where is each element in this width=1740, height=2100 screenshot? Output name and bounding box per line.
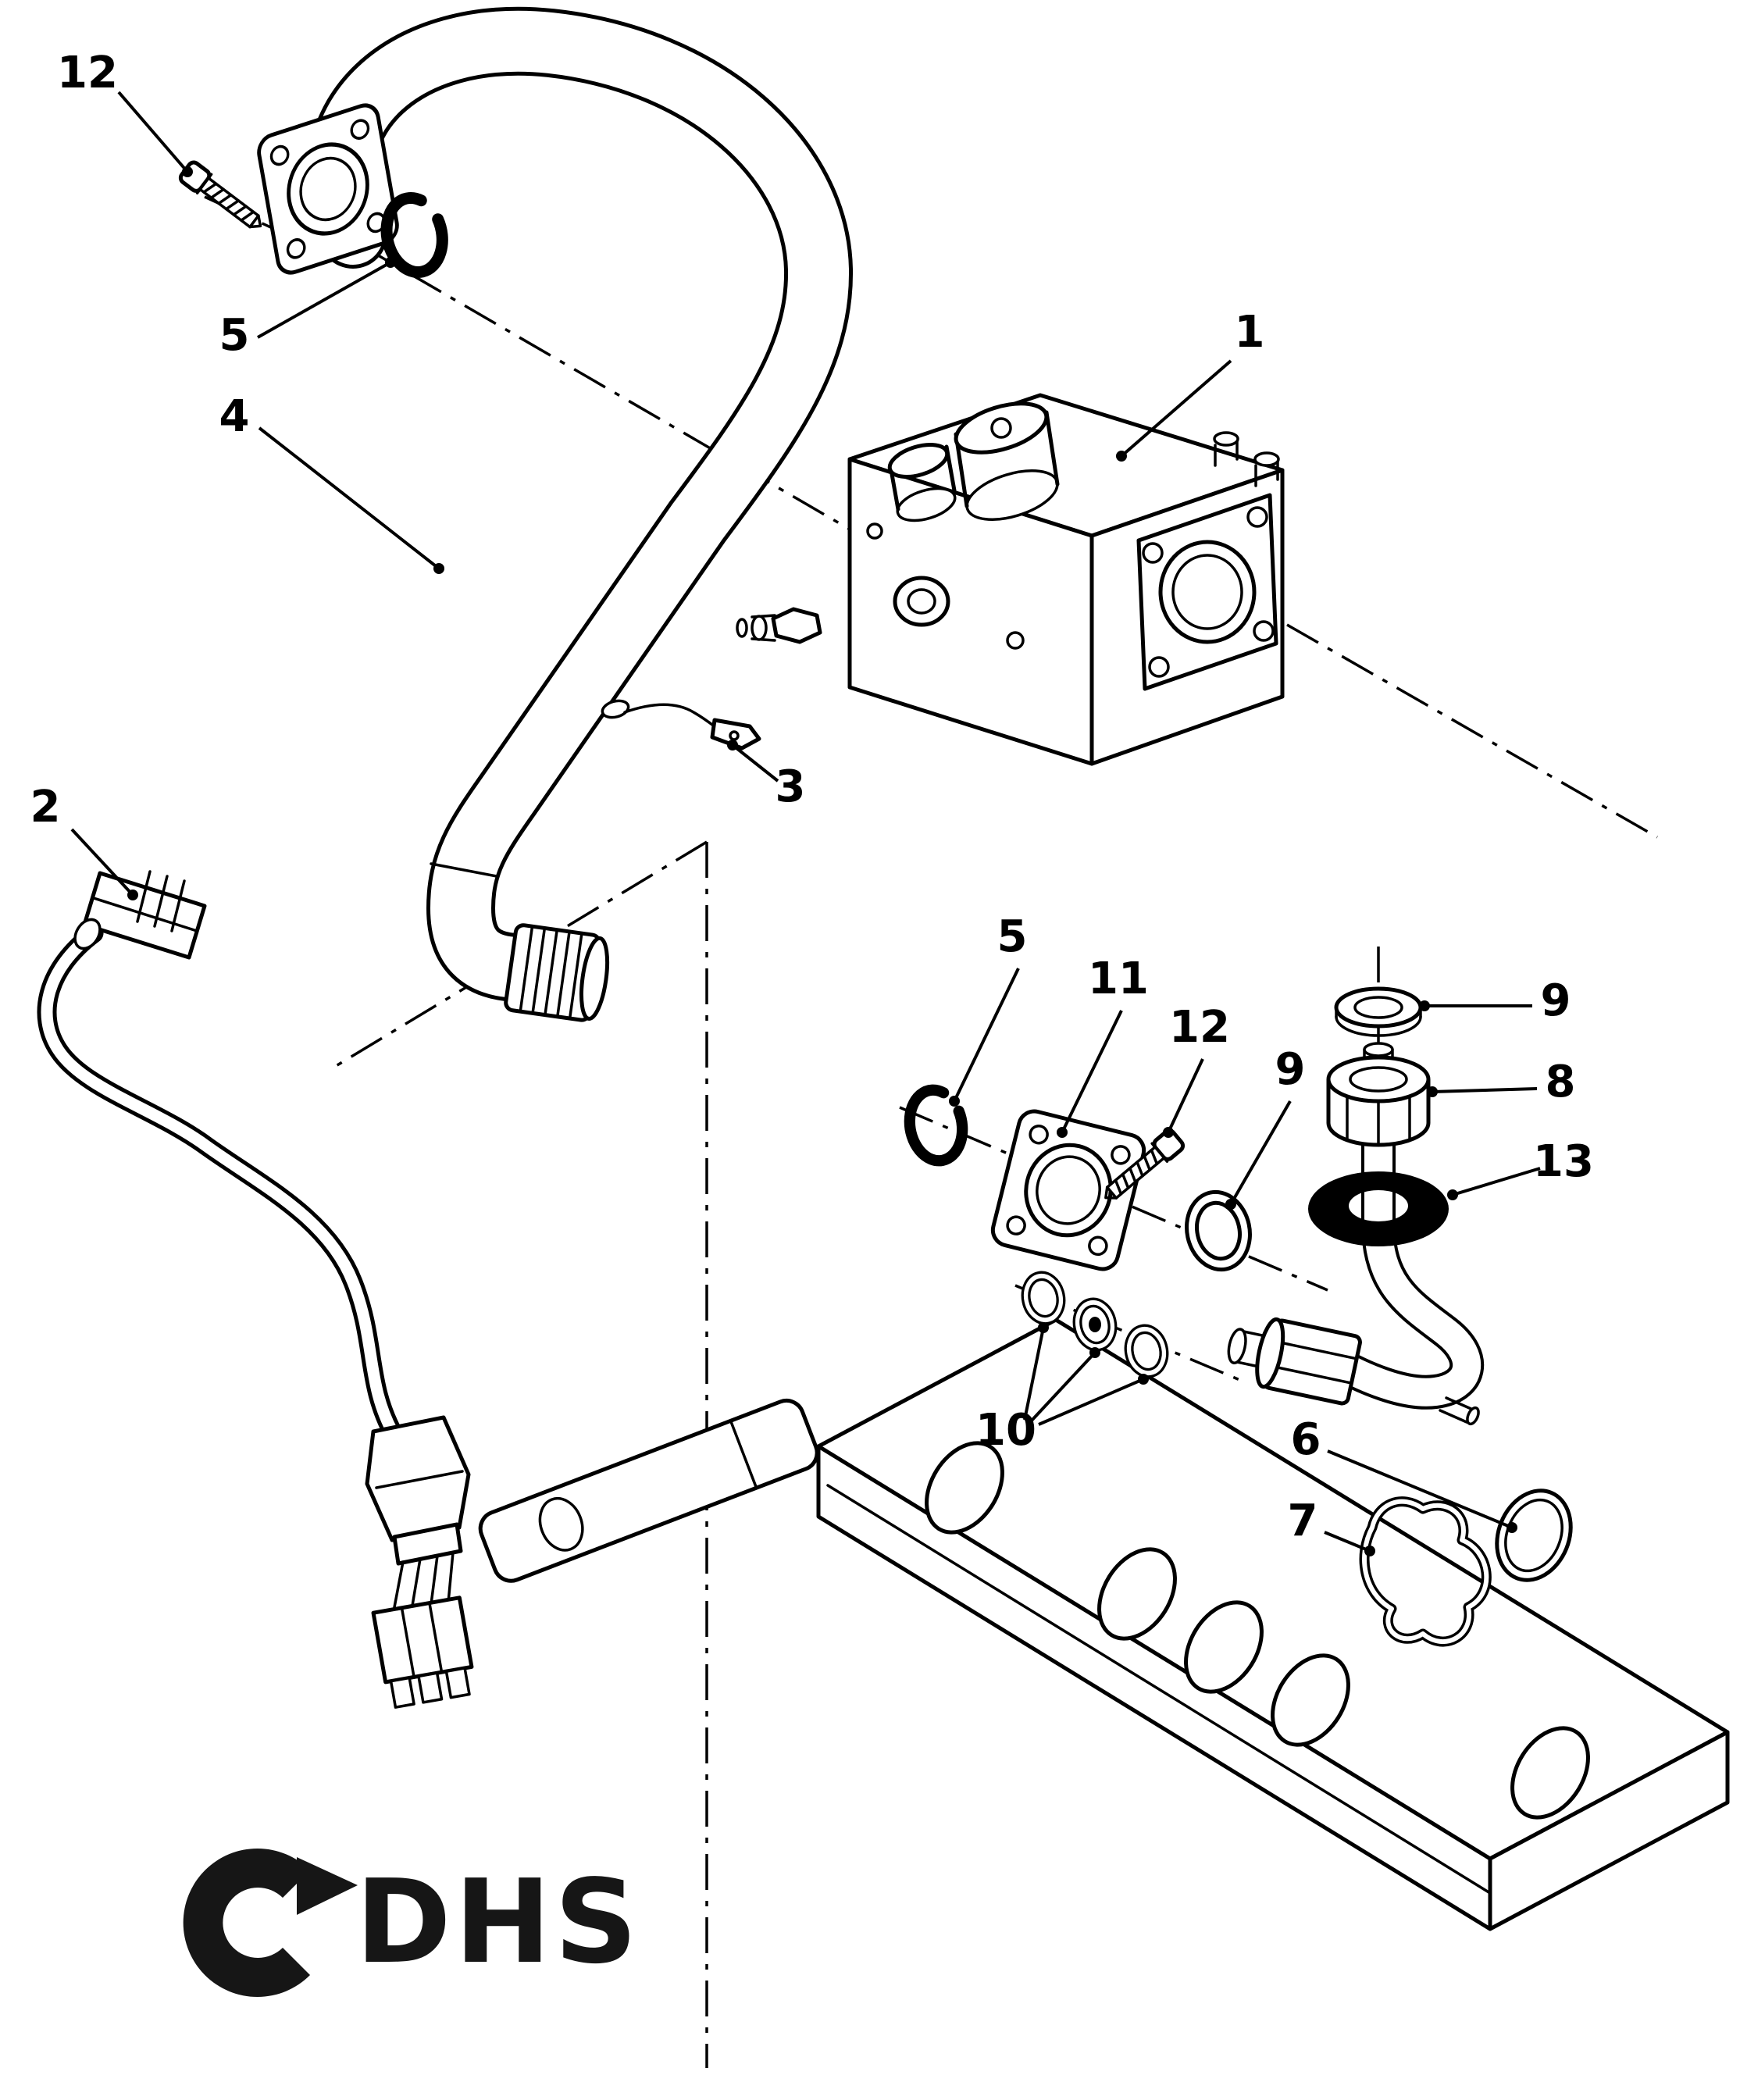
- flange-bolt-hole: [1148, 656, 1170, 678]
- cable-strain-relief: [365, 1415, 471, 1566]
- bracket-hole: [538, 1497, 584, 1552]
- manifold-hole: [1271, 1653, 1350, 1747]
- manifold-hole: [1510, 1726, 1590, 1820]
- leader-11: [1057, 1010, 1123, 1138]
- leader-8: [1427, 1086, 1538, 1097]
- leader-1: [1116, 359, 1232, 462]
- manifold-hole: [1184, 1600, 1264, 1694]
- callout-5a: 5: [219, 310, 250, 361]
- callout-4: 4: [219, 391, 250, 442]
- leader-6: [1327, 1449, 1517, 1533]
- solenoid-coil-large: [954, 401, 1060, 521]
- callout-labels: 12 5 4 1 3 2 5 11 12 9 9 8 13 10 6 7: [30, 48, 1594, 1546]
- o-ring-seal: [1495, 1489, 1573, 1582]
- flange-bolt-hole: [286, 238, 306, 259]
- leader-lines: [70, 91, 1541, 1556]
- valve-studs: [1213, 431, 1280, 487]
- axis-washers: [1014, 1284, 1243, 1382]
- flange-bolt-hole: [350, 119, 370, 140]
- callout-12b: 12: [1169, 1002, 1230, 1053]
- flange-bolt-hole: [1029, 1124, 1049, 1145]
- flange-bolt-hole: [1006, 1215, 1026, 1235]
- flange-bolt-hole: [1111, 1145, 1131, 1165]
- pipe-pin: [1439, 1396, 1480, 1426]
- callout-6: 6: [1291, 1414, 1321, 1465]
- leader-3: [727, 740, 779, 783]
- washer-lower: [1179, 1186, 1257, 1275]
- callout-10: 10: [975, 1405, 1036, 1456]
- mounting-bracket: [478, 1398, 819, 1583]
- callout-9b: 9: [1275, 1044, 1306, 1095]
- flange-bolt-hole: [1253, 620, 1275, 642]
- plug-wires: [393, 1551, 455, 1609]
- axis-flange-valve: [355, 241, 887, 552]
- leader-5b: [949, 968, 1020, 1107]
- cable-harness: [37, 870, 474, 1709]
- manifold-hole: [925, 1441, 1004, 1535]
- callout-5b: 5: [997, 911, 1028, 962]
- lower-flange-plate: [990, 1109, 1146, 1271]
- dhs-logo-glyph: [183, 1849, 358, 1997]
- leader-2: [70, 828, 138, 900]
- rubber-gasket: [1308, 1171, 1449, 1246]
- gas-supply-pipe: [306, 6, 854, 1022]
- sealing-washer: [1016, 1267, 1071, 1329]
- leader-9b: [1225, 1100, 1292, 1210]
- leader-10: [1023, 1322, 1149, 1426]
- flange-bolt-hole: [1088, 1235, 1108, 1257]
- leader-4: [258, 426, 444, 574]
- flange-bolt-hole: [1246, 506, 1268, 528]
- leader-13: [1447, 1167, 1541, 1200]
- valve-inlet-fitting: [736, 607, 822, 644]
- callout-8: 8: [1546, 1057, 1576, 1107]
- dhs-logo-text: DHS: [355, 1855, 640, 1989]
- leader-12a: [117, 91, 193, 177]
- axis-valve-outlet: [1286, 623, 1658, 839]
- gas-valve-assembly: [736, 393, 1285, 766]
- pipe-union-fitting: [504, 923, 610, 1022]
- three-pin-plug: [371, 1596, 474, 1709]
- sealing-washer-center: [1089, 1317, 1101, 1332]
- callout-9a: 9: [1541, 975, 1571, 1026]
- retaining-clip: [1359, 1496, 1492, 1647]
- callout-11: 11: [1088, 954, 1149, 1004]
- callout-2: 2: [30, 782, 61, 833]
- pipe-union-nut: [1227, 1317, 1362, 1406]
- valve-outlet-flange: [1136, 493, 1278, 691]
- solenoid-coil-small: [887, 443, 957, 522]
- pipe-flange-plate: [257, 103, 399, 275]
- leader-12b: [1163, 1058, 1204, 1138]
- callout-13: 13: [1533, 1136, 1594, 1187]
- flange-bolt-hole: [1142, 542, 1164, 564]
- axis-lower-flange: [899, 1106, 1328, 1292]
- manifold-hole: [1097, 1547, 1177, 1641]
- leader-9a: [1419, 1000, 1532, 1011]
- dhs-logo: DHS: [183, 1849, 640, 1997]
- callout-12a: 12: [57, 48, 118, 98]
- leader-7: [1324, 1531, 1375, 1556]
- center-lines: [204, 195, 1658, 2068]
- burner-manifold-panel: [816, 1317, 1730, 1931]
- callout-7: 7: [1288, 1496, 1318, 1546]
- leader-5a: [257, 257, 396, 339]
- feed-pipe-assembly: [1227, 986, 1485, 1426]
- hex-nut: [1326, 1042, 1431, 1147]
- callout-3: 3: [776, 761, 806, 812]
- edge-connector: [73, 870, 207, 960]
- callout-1: 1: [1235, 307, 1265, 358]
- ignition-lead-wire: [601, 699, 761, 751]
- flange-bolt-hole: [269, 144, 290, 166]
